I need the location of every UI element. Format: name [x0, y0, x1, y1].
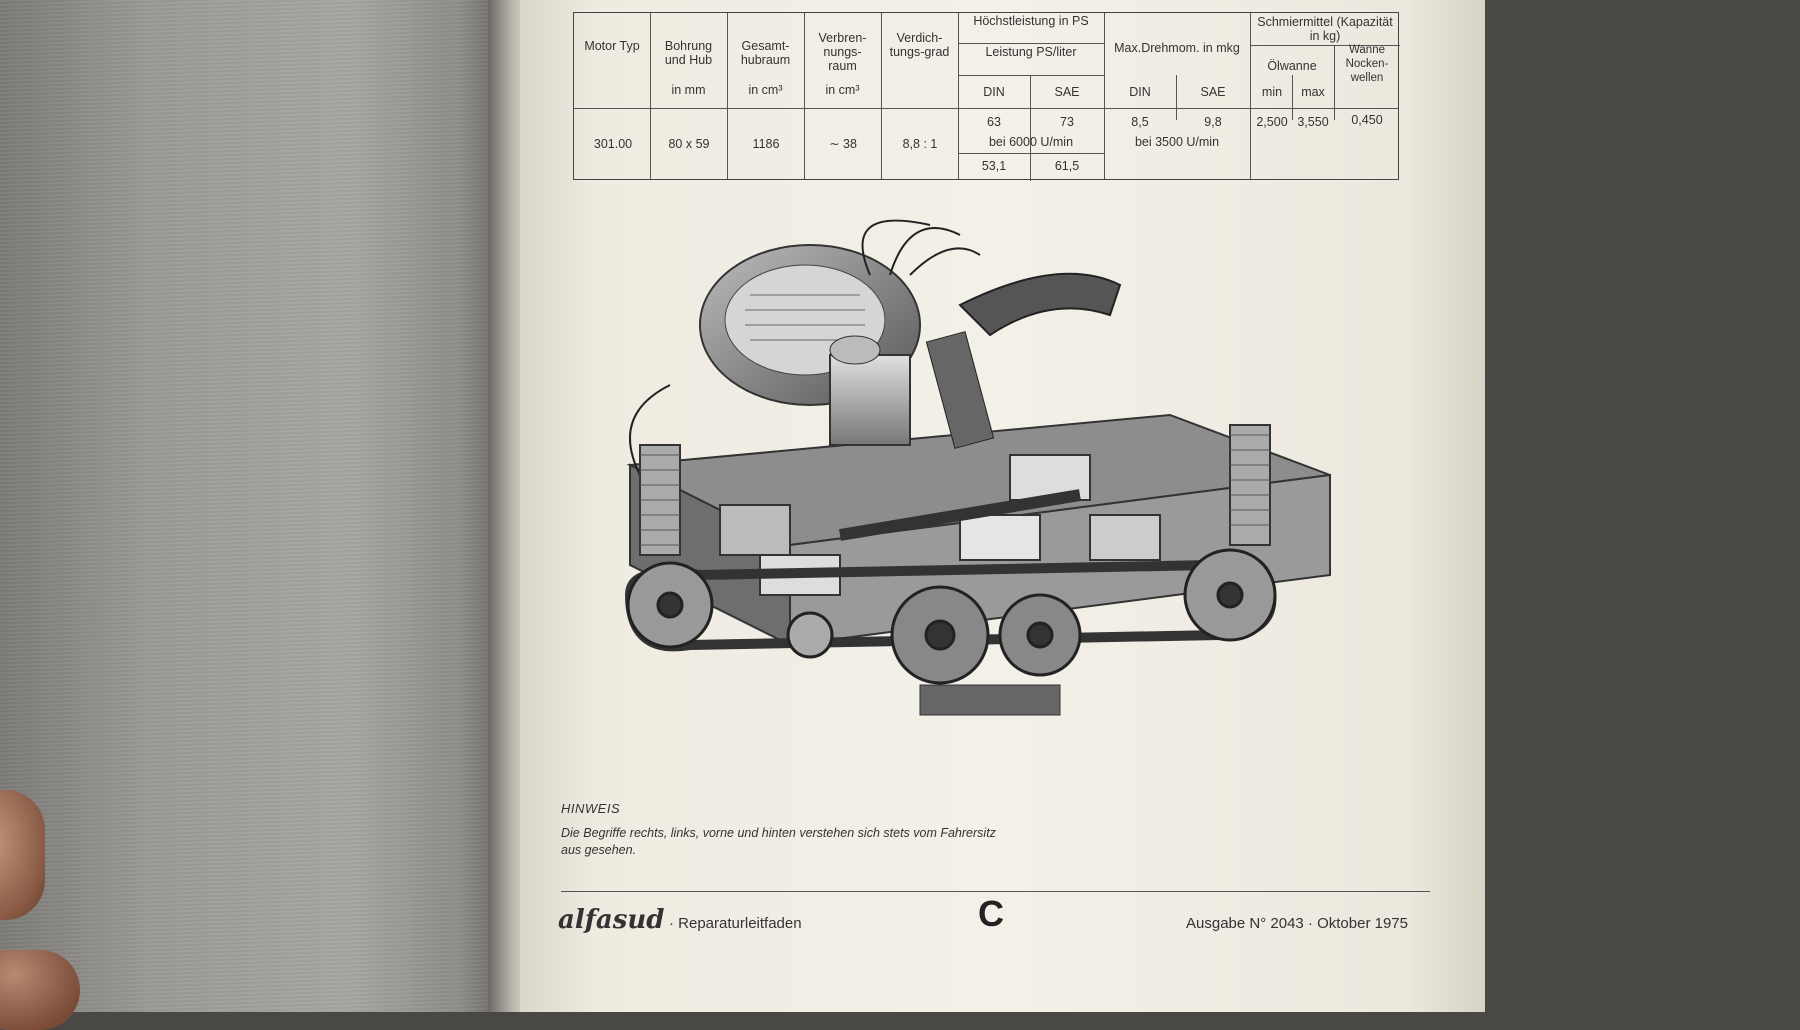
hdr-bohrung: Bohrung und Hub [664, 39, 713, 67]
hdr-min: min [1261, 85, 1283, 99]
val-liter-din: 53,1 [981, 159, 1007, 173]
val-mkg-rpm: bei 3500 U/min [1134, 135, 1220, 149]
val-verbrennung: ∼ 38 [829, 137, 857, 151]
val-ps-rpm: bei 6000 U/min [988, 135, 1074, 149]
hdr-verdichtung: Verdich-tungs-grad [889, 31, 950, 59]
note-title: HINWEIS [561, 801, 621, 816]
hdr-din2: DIN [1129, 85, 1151, 99]
footer-subtitle: · Reparaturleitfaden [669, 915, 802, 932]
val-oel-min: 2,500 [1256, 115, 1288, 129]
hdr-wanne: Wanne Nocken-wellen [1345, 44, 1389, 84]
val-verdichtung: 8,8 : 1 [902, 137, 938, 151]
val-wanne: 0,450 [1351, 113, 1383, 127]
hdr-drehmom-label: Max.Drehmom. in mkg [1114, 41, 1240, 55]
hdr-sae: SAE [1054, 85, 1080, 99]
val-motor-typ: 301.00 [593, 137, 633, 151]
section-letter: C [978, 893, 1004, 934]
alfasud-logo: alfasud [558, 905, 665, 935]
hdr-max: max [1301, 85, 1325, 99]
hdr-din: DIN [983, 85, 1005, 99]
val-ps-sae: 73 [1060, 115, 1074, 129]
hdr-leistung: Leistung PS/liter [985, 45, 1077, 59]
hdr-gesamt-unit: in cm³ [748, 83, 783, 97]
note-text: Die Begriffe rechts, links, vorne und hi… [561, 826, 996, 857]
val-mkg-sae: 9,8 [1204, 115, 1222, 129]
hdr-oelwanne: Ölwanne [1267, 59, 1317, 73]
hdr-verbrennung-unit: in cm³ [825, 83, 860, 97]
hdr-hoechst: Höchstleistung in PS [973, 14, 1089, 28]
val-mkg-din: 8,5 [1131, 115, 1149, 129]
hdr-gesamt: Gesamt-hubraum [740, 39, 791, 67]
thumb [0, 790, 45, 920]
val-ps-din: 63 [987, 115, 1001, 129]
hdr-verbrennung: Verbren-nungs-raum [818, 31, 867, 73]
footer-edition: Ausgabe N° 2043 · Oktober 1975 [1186, 915, 1408, 932]
hdr-motor-typ: Motor Typ [584, 39, 640, 53]
left-page-blank [0, 0, 500, 1012]
hdr-schmier: Schmiermittel (Kapazität in kg) [1257, 15, 1393, 43]
footer-rule [561, 891, 1430, 892]
val-oel-max: 3,550 [1297, 115, 1329, 129]
val-liter-sae: 61,5 [1054, 159, 1080, 173]
hdr-sae2: SAE [1200, 85, 1226, 99]
hdr-bohrung-unit: in mm [671, 83, 706, 97]
engine-cutaway-illustration [624, 219, 1331, 716]
val-bohrung: 80 x 59 [668, 137, 710, 151]
hand [0, 950, 80, 1030]
engine-spec-table: Motor Typ Bohrung und Hub in mm Gesamt-h… [573, 12, 1400, 181]
val-gesamt: 1186 [752, 137, 780, 151]
